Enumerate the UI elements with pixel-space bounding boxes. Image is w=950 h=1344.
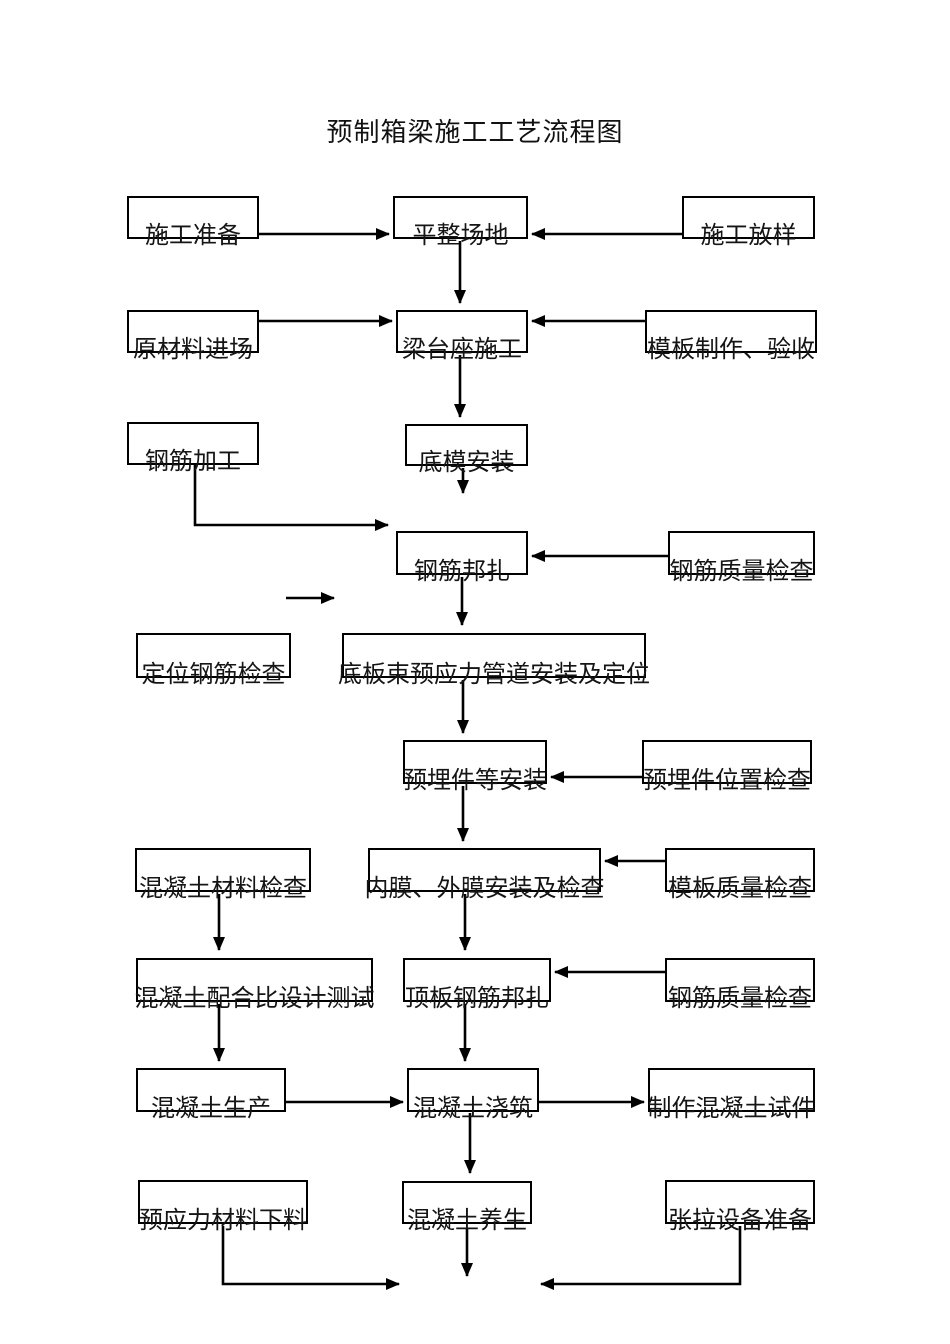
flow-box-label-r6b: 预埋件等安装 (403, 767, 547, 794)
flow-box-r9c: 制作混凝土试件 (648, 1068, 816, 1122)
flow-box-label-r8a: 混凝土配合比设计测试 (134, 985, 375, 1012)
flow-box-r2c: 模板制作、验收 (645, 310, 817, 363)
flow-box-label-r5a: 定位钢筋检查 (141, 661, 286, 688)
flow-box-r2a: 原材料进场 (127, 310, 259, 363)
flow-box-label-r6c: 预埋件位置检查 (643, 767, 811, 794)
flow-box-r7b: 内膜、外膜安装及检查 (365, 848, 605, 902)
flow-box-label-r5b: 底板束预应力管道安装及定位 (338, 661, 650, 688)
flow-arrow-23 (221, 1226, 400, 1290)
flow-box-r6b: 预埋件等安装 (403, 740, 547, 794)
flow-box-label-r1c: 施工放样 (700, 222, 797, 249)
flow-box-r2b: 梁台座施工 (396, 310, 528, 363)
flow-box-label-r8c: 钢筋质量检查 (668, 985, 812, 1012)
flow-box-label-r3b: 底模安装 (418, 449, 515, 476)
flow-box-r10c: 张拉设备准备 (665, 1180, 815, 1234)
flow-box-r10b: 混凝土养生 (402, 1181, 532, 1234)
flow-box-label-r2a: 原材料进场 (133, 336, 253, 363)
flow-box-r1a: 施工准备 (127, 196, 259, 249)
flow-box-r8b: 顶板钢筋邦扎 (403, 958, 551, 1012)
flow-box-label-r4b: 钢筋邦扎 (414, 558, 510, 585)
flow-box-label-r8b: 顶板钢筋邦扎 (405, 985, 549, 1012)
flow-box-r7a: 混凝土材料检查 (135, 848, 311, 902)
flow-box-label-r1b: 平整场地 (412, 222, 509, 249)
flow-box-r1c: 施工放样 (682, 196, 815, 249)
flow-box-r3b: 底模安装 (405, 424, 528, 476)
flow-box-r8a: 混凝土配合比设计测试 (135, 958, 375, 1012)
flow-box-label-r9c: 制作混凝土试件 (647, 1095, 816, 1122)
flow-box-r9a: 混凝土生产 (136, 1068, 286, 1122)
flow-box-label-r10a: 预应力材料下料 (139, 1207, 307, 1234)
flow-box-label-r7c: 模板质量检查 (668, 875, 812, 902)
flow-box-label-r7a: 混凝土材料检查 (139, 875, 307, 902)
flow-box-r5a: 定位钢筋检查 (136, 633, 291, 688)
flow-box-r3a: 钢筋加工 (127, 422, 259, 475)
flow-box-label-r2b: 梁台座施工 (402, 336, 522, 363)
flow-box-label-r10c: 张拉设备准备 (668, 1207, 812, 1234)
flow-arrow-25 (540, 1226, 742, 1290)
flow-box-label-r1a: 施工准备 (145, 222, 241, 249)
flow-box-label-r7b: 内膜、外膜安装及检查 (364, 875, 605, 902)
flow-box-label-r2c: 模板制作、验收 (647, 336, 815, 363)
flow-box-label-r9a: 混凝土生产 (151, 1095, 271, 1122)
flow-box-label-r4c: 钢筋质量检查 (669, 558, 814, 585)
flow-box-r7c: 模板质量检查 (665, 848, 815, 902)
flow-box-r5b: 底板束预应力管道安装及定位 (338, 633, 650, 688)
flow-box-r1b: 平整场地 (393, 196, 528, 249)
flow-box-label-r3a: 钢筋加工 (145, 448, 241, 475)
flow-box-r4b: 钢筋邦扎 (396, 531, 528, 585)
flow-box-r9b: 混凝土浇筑 (407, 1068, 539, 1122)
flow-box-r8c: 钢筋质量检查 (665, 958, 815, 1012)
flow-box-label-r10b: 混凝土养生 (407, 1207, 527, 1234)
flow-box-r4c: 钢筋质量检查 (668, 531, 815, 585)
diagram-title: 预制箱梁施工工艺流程图 (326, 118, 624, 147)
flow-box-r10a: 预应力材料下料 (138, 1180, 308, 1234)
flow-box-label-r9b: 混凝土浇筑 (413, 1095, 533, 1122)
flow-box-r6c: 预埋件位置检查 (642, 740, 812, 794)
